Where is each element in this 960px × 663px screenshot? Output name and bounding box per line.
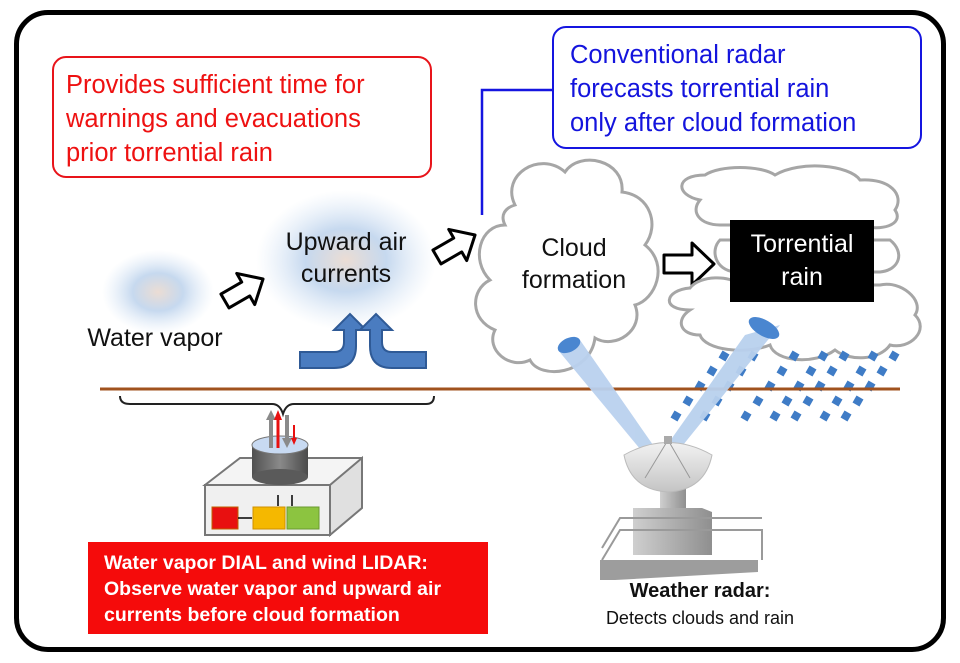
- rain-drop: [718, 350, 730, 362]
- rain-drop: [840, 410, 852, 422]
- radar-limitation-callout: [552, 26, 922, 149]
- radar-subtitle: Detects clouds and rain: [605, 608, 795, 628]
- rain-drop: [790, 410, 802, 422]
- callout-connector-line: [480, 88, 552, 215]
- rain-drop: [805, 365, 817, 377]
- lidar-description-line: currents before cloud formation: [104, 604, 400, 626]
- benefit-line: warnings and evacuations: [66, 105, 361, 133]
- rain-drop: [819, 410, 831, 422]
- radar-limitation-line: only after cloud formation: [570, 109, 857, 137]
- radar-title: Weather radar:: [629, 580, 771, 602]
- rain-drop: [682, 395, 694, 407]
- lidar-instrument-icon: [202, 410, 364, 538]
- benefit-callout: [52, 56, 432, 178]
- stage-torrential-rain-label: Torrential rain: [730, 220, 874, 302]
- diagram-frame: [14, 10, 946, 652]
- benefit-line: prior torrential rain: [66, 139, 273, 167]
- rain-drop: [788, 350, 800, 362]
- lidar-description-line: Water vapor DIAL and wind LIDAR:: [104, 552, 428, 574]
- radar-limitation-text: Conventional radar forecasts torrential …: [570, 38, 910, 140]
- rain-drop: [867, 350, 879, 362]
- lidar-description-box: Water vapor DIAL and wind LIDAR: Observe…: [88, 542, 488, 634]
- rain-drop: [876, 365, 888, 377]
- radar-limitation-line: Conventional radar: [570, 41, 786, 69]
- flow-arrow-icon: [219, 227, 716, 310]
- water-vapor-haze: [102, 250, 214, 334]
- radar-limitation-line: forecasts torrential rain: [570, 75, 830, 103]
- rain-drop: [826, 365, 838, 377]
- rain-drop: [838, 350, 850, 362]
- stage-label-line: Cloud: [541, 234, 607, 262]
- radar-beam: [558, 325, 780, 455]
- stage-label-line: Torrential: [750, 230, 854, 258]
- rain-drop: [769, 410, 781, 422]
- stage-label-line: rain: [781, 263, 823, 291]
- rain-drop: [817, 350, 829, 362]
- stage-label-line: formation: [521, 266, 627, 294]
- benefit-line: Provides sufficient time for: [66, 71, 365, 99]
- radar-beam-tip: [748, 317, 780, 339]
- rain-drop: [888, 350, 900, 362]
- radar-beam-tip: [557, 336, 581, 354]
- rain-drop: [740, 410, 752, 422]
- rain-drop: [776, 365, 788, 377]
- cloud-formation-cloud: [474, 158, 660, 374]
- lidar-description-line: Observe water vapor and upward air: [104, 578, 442, 600]
- updraft-haze: [256, 190, 436, 330]
- stage-label-line: Upward air: [285, 228, 407, 256]
- stage-upward-air-currents-label: Upward air currents: [266, 226, 426, 290]
- weather-radar-icon: [600, 436, 763, 580]
- stage-cloud-formation-label: Cloud formation: [494, 232, 654, 296]
- rain-drop: [855, 365, 867, 377]
- rain-drop: [802, 395, 814, 407]
- updraft-arrow-icon: [299, 312, 427, 369]
- stage-label-line: currents: [300, 260, 392, 288]
- benefit-callout-text: Provides sufficient time for warnings an…: [66, 68, 426, 170]
- rain-drop: [852, 395, 864, 407]
- rain-drop: [670, 410, 682, 422]
- stage-water-vapor-label: Water vapor: [87, 324, 223, 352]
- rain-drop: [781, 395, 793, 407]
- brace: [119, 395, 435, 418]
- rain-drop: [706, 365, 718, 377]
- rain-drop: [752, 395, 764, 407]
- rain-drop: [831, 395, 843, 407]
